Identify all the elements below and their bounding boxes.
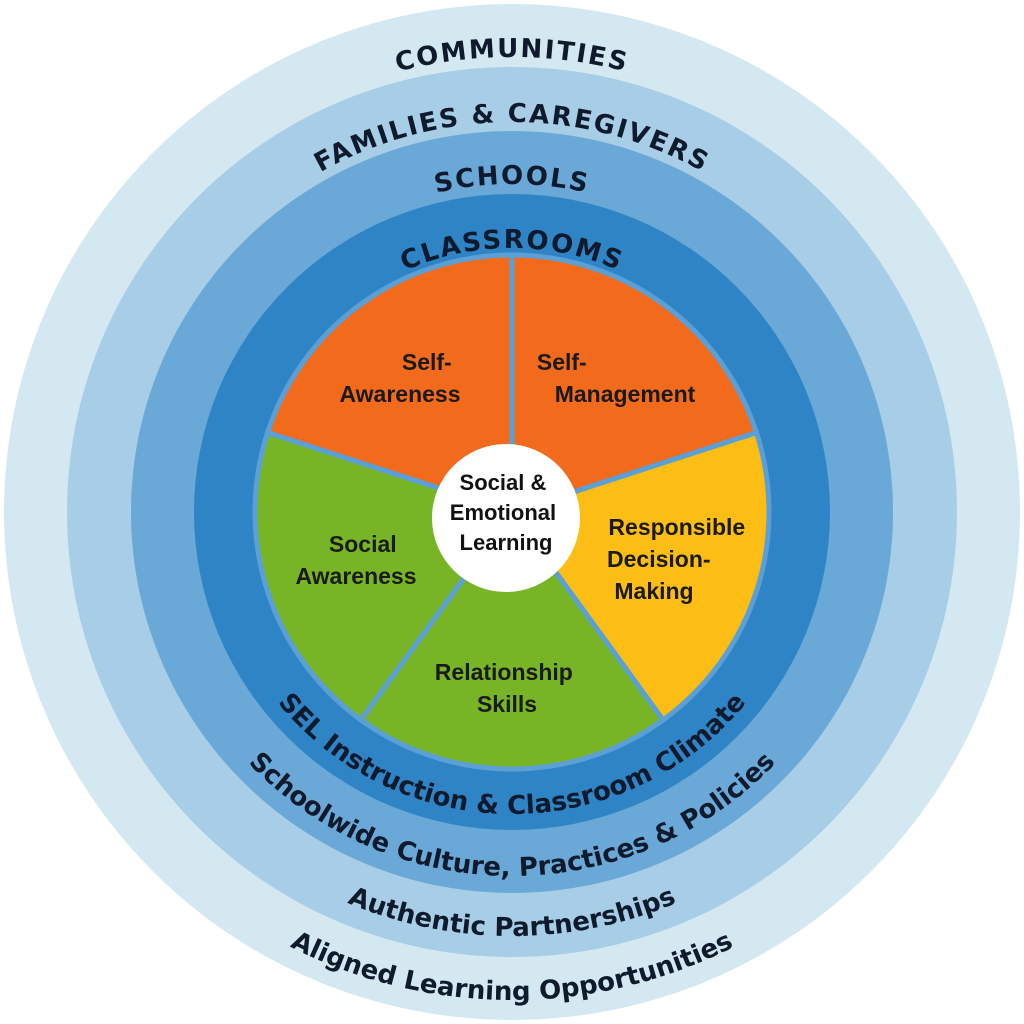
wedge-self-awareness <box>264 252 515 516</box>
wedge-relationship-skills <box>357 507 667 772</box>
label-responsible-decision-making: Responsible Decision- Making <box>607 514 752 604</box>
label-self-management: Self- Management <box>537 349 696 407</box>
label-self-awareness: Self- Awareness <box>339 349 460 407</box>
center-circle <box>432 444 580 592</box>
center-label-sel: Social & Emotional Learning <box>450 470 562 555</box>
wedge-self-management <box>509 252 760 516</box>
label-social-awareness: Social Awareness <box>295 531 416 589</box>
label-relationship-skills: Relationship Skills <box>435 659 579 717</box>
